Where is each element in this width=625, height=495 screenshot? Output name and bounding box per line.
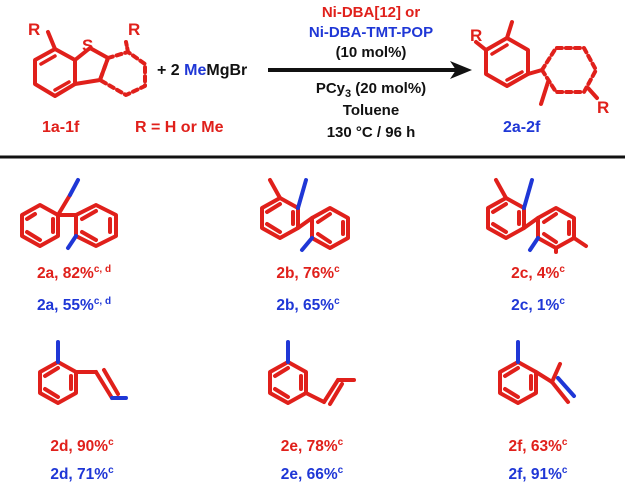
catalyst-loading: (10 mol%) — [335, 44, 407, 61]
yield-red-2a: 2a, 82%c, d — [14, 263, 134, 283]
yield-blue-sup-2d: c — [108, 464, 114, 476]
yield-red-text-2d: 2d, 90% — [50, 438, 109, 455]
yield-blue-text-2c: 2c, 1% — [511, 297, 560, 314]
ligand-line: PCy3 (20 mol%) — [268, 78, 474, 100]
yield-red-text-2a: 2a, 82% — [36, 265, 94, 282]
yield-red-text-2f: 2f, 63% — [508, 438, 562, 455]
reagent-mgbr: MgBr — [206, 62, 248, 79]
product-structure — [474, 20, 599, 106]
yields-2f: 2f, 63%c 2f, 91%c — [478, 436, 598, 484]
yield-red-2e: 2e, 78%c — [252, 436, 372, 456]
yield-blue-2f: 2f, 91%c — [478, 464, 598, 484]
yield-red-2c: 2c, 4%c — [478, 263, 598, 283]
catalyst-line-1: Ni-DBA[12] or — [321, 4, 421, 21]
product-r2-label: R — [597, 98, 610, 117]
yield-red-sup-2a: c, d — [93, 263, 112, 275]
structure-2e — [268, 340, 356, 406]
yield-red-sup-2d: c — [108, 436, 114, 448]
product-label: 2a-2f — [503, 119, 541, 136]
yield-blue-text-2e: 2e, 66% — [280, 466, 338, 483]
reactant-structure — [33, 30, 147, 98]
reactant-label: 1a-1f — [42, 119, 80, 136]
reagent-text: + 2 MeMgBr — [157, 62, 247, 80]
yields-2e: 2e, 78%c 2e, 66%c — [252, 436, 372, 484]
structure-2a — [20, 178, 118, 250]
yields-2a: 2a, 82%c, d 2a, 55%c, d — [14, 263, 134, 315]
reactant-sulfur-label: S — [82, 36, 94, 55]
yield-blue-sup-2b: c — [334, 295, 340, 307]
yield-blue-sup-2f: c — [561, 464, 568, 476]
yield-blue-sup-2e: c — [337, 464, 344, 476]
conditions-below-arrow: PCy3 (20 mol%) Toluene 130 °C / 96 h — [268, 78, 474, 144]
ligand-subscript: 3 — [345, 88, 352, 100]
ligand-loading: (20 mol%) — [351, 80, 427, 97]
yield-blue-2a: 2a, 55%c, d — [14, 295, 134, 315]
yield-red-sup-2e: c — [337, 436, 344, 448]
yield-red-2b: 2b, 76%c — [248, 263, 368, 283]
product-right-ring-dashed — [540, 46, 598, 94]
yield-blue-sup-2a: c, d — [93, 295, 112, 307]
yields-2d: 2d, 90%c 2d, 71%c — [22, 436, 142, 484]
yield-red-2f: 2f, 63%c — [478, 436, 598, 456]
yield-blue-2c: 2c, 1%c — [478, 295, 598, 315]
product-r1-label: R — [470, 26, 483, 45]
yield-blue-2d: 2d, 71%c — [22, 464, 142, 484]
yields-2b: 2b, 76%c 2b, 65%c — [248, 263, 368, 315]
reagent-plus-prefix: + 2 — [157, 62, 185, 79]
yield-blue-text-2a: 2a, 55% — [36, 297, 94, 314]
structure-2d — [38, 340, 128, 405]
reactant-r1-label: R — [28, 20, 41, 39]
structure-2f — [498, 340, 576, 405]
reagent-methyl: Me — [184, 62, 207, 79]
yield-red-text-2c: 2c, 4% — [511, 265, 560, 282]
yield-red-sup-2b: c — [334, 263, 340, 275]
reactant-r2-label: R — [128, 20, 141, 39]
reactant-right-ring-dashed — [98, 50, 147, 97]
yield-red-text-2b: 2b, 76% — [276, 265, 335, 282]
yield-blue-text-2b: 2b, 65% — [276, 297, 335, 314]
structure-2b — [260, 178, 350, 252]
yield-blue-text-2f: 2f, 91% — [508, 466, 562, 483]
solvent-line: Toluene — [342, 102, 400, 119]
yield-red-2d: 2d, 90%c — [22, 436, 142, 456]
yield-blue-2b: 2b, 65%c — [248, 295, 368, 315]
r-group-definition: R = H or Me — [135, 119, 224, 136]
yield-red-sup-2f: c — [561, 436, 568, 448]
catalyst-line-2: Ni-DBA-TMT-POP — [308, 24, 434, 41]
yield-red-sup-2c: c — [559, 263, 565, 275]
ligand-pcy: PCy — [315, 80, 346, 97]
yield-blue-2e: 2e, 66%c — [252, 464, 372, 484]
reaction-conditions: Ni-DBA[12] or Ni-DBA-TMT-POP (10 mol%) — [268, 3, 474, 63]
yield-blue-text-2d: 2d, 71% — [50, 466, 109, 483]
temp-time-line: 130 °C / 96 h — [326, 124, 416, 141]
yield-red-text-2e: 2e, 78% — [280, 438, 338, 455]
yield-blue-sup-2c: c — [559, 295, 565, 307]
yields-2c: 2c, 4%c 2c, 1%c — [478, 263, 598, 315]
structure-2c — [486, 178, 588, 254]
reaction-arrow — [268, 61, 472, 79]
